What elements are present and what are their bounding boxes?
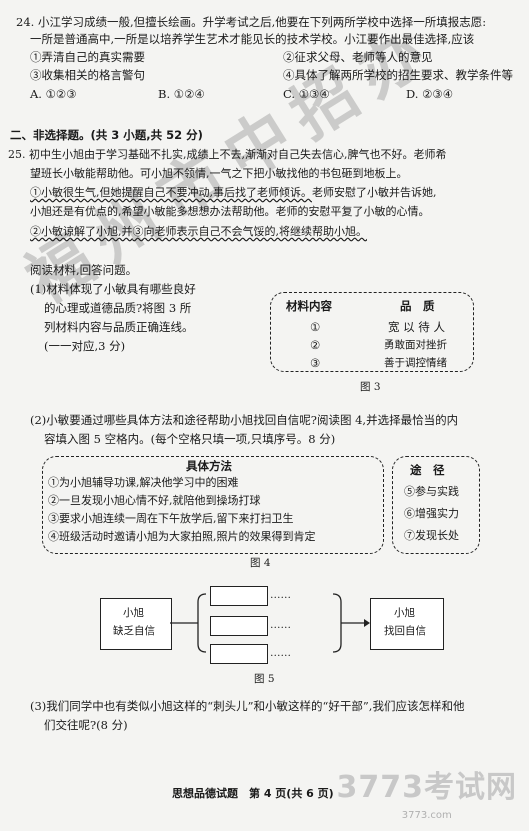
figure4-way-7: ⑦发现长处	[404, 529, 459, 542]
q25-line2: 望班长小敏能帮助他。可小旭不领情,一气之下把小敏找他的书包砸到地板上。	[30, 167, 408, 180]
figure4-method-4: ④班级活动时邀请小旭为大家拍照,照片的效果得到肯定	[48, 530, 316, 543]
figure4-ways-box	[392, 456, 480, 554]
figure4-ways-title: 途 径	[410, 463, 445, 477]
q25-line4: 小旭还是有优点的,希望小敏能多想想办法帮助他。老师的安慰平复了小敏的心情。	[30, 205, 430, 218]
site-logo-url: 3773.com	[401, 810, 452, 821]
figure3-material-2: ②	[310, 338, 321, 352]
p2-line2: 容填入图 5 空格内。(每个空格只填一项,只填序号。8 分)	[44, 432, 336, 446]
q25-line3: ①小敏很生气,但她提醒自己不要冲动,事后找了老师倾诉。老师安慰了小敏并告诉她,	[30, 185, 437, 200]
q24-option-4: ④具体了解两所学校的招生要求、教学条件等	[283, 68, 513, 82]
p3-line1: (3)我们同学中也有类似小旭这样的“刺头儿”和小敏这样的“好干部”,我们应该怎样…	[30, 699, 465, 713]
p3-line2: 们交往呢?(8 分)	[44, 718, 128, 732]
p1-line1: (1)材料体现了小敏具有哪些良好	[30, 282, 196, 296]
figure5-left-box	[100, 598, 172, 650]
q25-line1: 25. 初中生小旭由于学习基础不扎实,成绩上不去,渐渐对自己失去信心,脾气也不好…	[8, 148, 447, 161]
figure5-left-line1: 小旭	[123, 607, 144, 619]
figure5-blank-2[interactable]	[210, 616, 268, 636]
figure4-method-1: ①为小旭辅导功课,解决他学习中的困难	[48, 476, 239, 489]
figure4-methods-title: 具体方法	[186, 459, 232, 473]
figure5-blank-3[interactable]	[210, 644, 268, 664]
figure5-left-line2: 缺乏自信	[113, 625, 155, 637]
p2-line1: (2)小敏要通过哪些具体方法和途径帮助小旭找回自信呢?阅读图 4,并选择最恰当的…	[30, 413, 459, 427]
figure5-caption: 图 5	[254, 673, 275, 685]
p1-line3: 列材料内容与品质正确连线。	[44, 320, 194, 334]
figure4-way-6: ⑥增强实力	[404, 507, 459, 520]
figure3-material-3: ③	[310, 356, 321, 370]
q25-underlined-1: ①小敏很生气,但她提醒自己不要冲动,事后找了老师倾诉。	[30, 186, 312, 199]
q24-stem-line2: 一所是普通高中,一所是以培养学生艺术才能见长的技术学校。小江要作出最佳选择,应该	[30, 32, 475, 46]
figure5-right-box	[370, 598, 444, 650]
read-instruction: 阅读材料,回答问题。	[30, 263, 138, 277]
figure5-right-line2: 找回自信	[384, 625, 426, 637]
q24-choice-c: C. ①③④	[283, 87, 330, 101]
figure5-connectors	[170, 593, 370, 653]
q24-option-3: ③收集相关的格言警句	[30, 68, 145, 82]
q24-stem-line1: 24. 小江学习成绩一般,但擅长绘画。升学考试之后,他要在下列两所学校中选择一所…	[16, 15, 487, 29]
figure5-ellipsis-2: ……	[270, 619, 291, 631]
q25-underlined-3: ③向老师表示自己不会气馁的,将继续帮助小旭。	[132, 225, 368, 238]
figure4-method-3: ③要求小旭连续一周在下午放学后,留下来打扫卫生	[48, 512, 294, 525]
figure4-caption: 图 4	[250, 557, 271, 569]
q25-line5: ②小敏谅解了小旭,并③向老师表示自己不会气馁的,将继续帮助小旭。	[30, 224, 367, 239]
figure3-material-1: ①	[310, 320, 321, 334]
p1-line2: 的心理或道德品质?将图 3 所	[44, 301, 192, 315]
q24-option-1: ①弄清自己的真实需要	[30, 50, 145, 64]
q25-underlined-2: ②小敏谅解了小旭,并	[30, 225, 133, 238]
figure5-ellipsis-3: ……	[270, 647, 291, 659]
q24-option-2: ②征求父母、老师等人的意见	[283, 50, 433, 64]
figure3-box	[270, 292, 474, 372]
figure3-quality-2: 勇敢面对挫折	[384, 339, 447, 351]
figure4-way-5: ⑤参与实践	[404, 485, 459, 498]
figure3-quality-1: 宽 以 待 人	[388, 320, 445, 334]
figure4-method-2: ②一旦发现小旭心情不好,就陪他到操场打球	[48, 494, 261, 507]
q25-line3-rest: 老师安慰了小敏并告诉她,	[312, 186, 437, 199]
q24-choice-b: B. ①②④	[158, 87, 205, 101]
figure3-header-material: 材料内容	[286, 299, 332, 313]
site-logo: 3773考试网 3773.com	[337, 767, 518, 823]
figure3-header-quality: 品 质	[400, 299, 435, 313]
q24-choice-a: A. ①②③	[30, 87, 77, 101]
section-heading: 二、非选择题。(共 3 小题,共 52 分)	[10, 128, 203, 142]
p1-line4: (一一对应,3 分)	[44, 339, 126, 353]
figure4-methods-box	[42, 456, 384, 554]
figure5-ellipsis-1: ……	[270, 589, 291, 601]
q24-choice-d: D. ②③④	[406, 87, 454, 101]
figure5-blank-1[interactable]	[210, 586, 268, 606]
page-footer: 思想品德试题 第 4 页(共 6 页)	[172, 787, 334, 800]
figure3-quality-3: 善于调控情绪	[384, 357, 447, 369]
figure5-right-line1: 小旭	[394, 607, 415, 619]
site-logo-text: 3773考试网	[336, 770, 517, 805]
figure3-caption: 图 3	[360, 381, 381, 393]
